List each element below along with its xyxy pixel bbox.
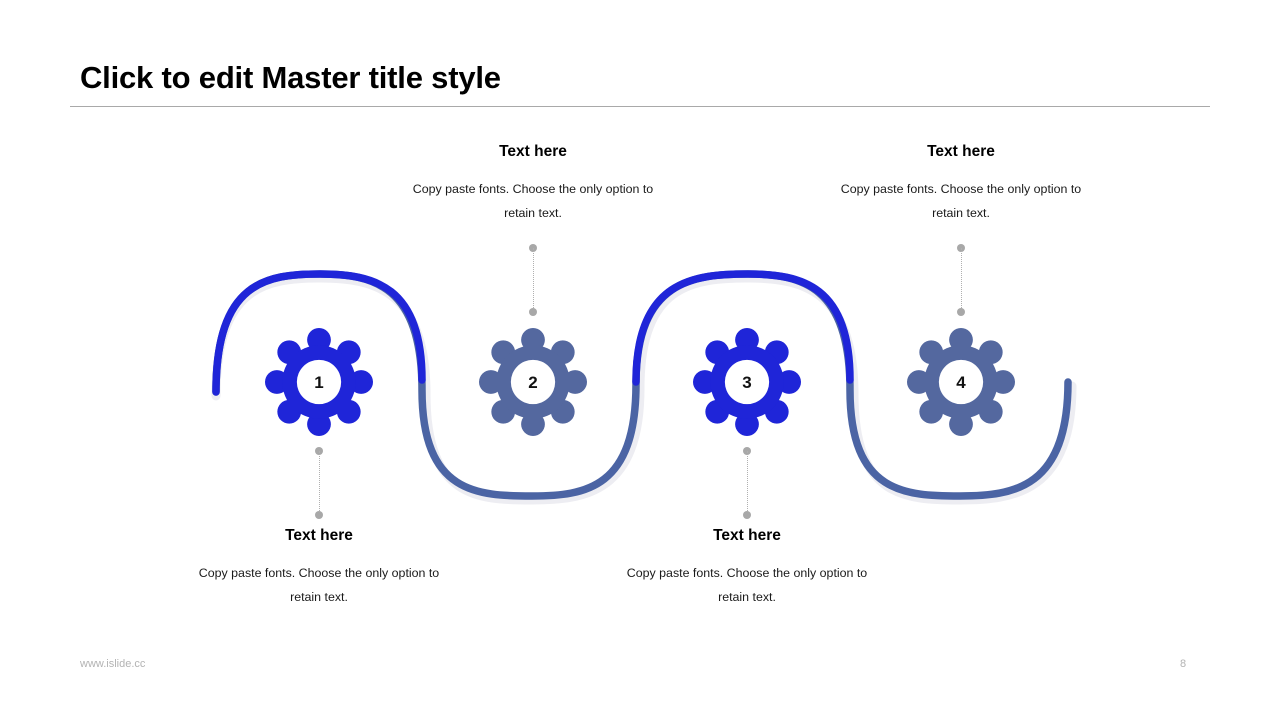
footer-page-number: 8 <box>1180 658 1187 670</box>
text-block-body-line-1: Copy paste fonts. Choose the only option… <box>412 182 654 196</box>
text-block-body-line-2: retain text. <box>504 206 562 221</box>
connector-dotted-line <box>747 451 748 515</box>
gear-icon-step-1[interactable]: 1 <box>265 328 373 436</box>
gear-shape <box>693 328 801 436</box>
text-block-heading: Text here <box>713 527 781 544</box>
gear-shape <box>265 328 373 436</box>
gear-number-step-4: 4 <box>956 372 966 392</box>
text-block-body: Copy paste fonts. Choose the only option… <box>169 561 469 609</box>
text-block-step-4: Text here Copy paste fonts. Choose the o… <box>811 143 1111 225</box>
text-block-body-line-1: Copy paste fonts. Choose the only option… <box>840 182 1082 196</box>
gear-icon-step-2[interactable]: 2 <box>479 328 587 436</box>
text-block-heading: Text here <box>285 527 353 544</box>
gear-icon-step-4[interactable]: 4 <box>907 328 1015 436</box>
text-block-step-1: Text here Copy paste fonts. Choose the o… <box>169 527 469 609</box>
connector-step-1 <box>315 447 324 519</box>
text-block-heading: Text here <box>499 143 567 160</box>
title-divider <box>70 106 1210 107</box>
footer-url: www.islide.cc <box>80 658 146 670</box>
text-block-body-line-2: retain text. <box>290 590 348 605</box>
page-title: Click to edit Master title style <box>80 60 501 95</box>
text-block-body: Copy paste fonts. Choose the only option… <box>383 177 683 225</box>
text-block-body-line-1: Copy paste fonts. Choose the only option… <box>626 566 868 580</box>
text-block-heading: Text here <box>927 143 995 160</box>
text-block-step-3: Text here Copy paste fonts. Choose the o… <box>597 527 897 609</box>
connector-dotted-line <box>319 451 320 515</box>
connector-step-2 <box>529 244 538 316</box>
connector-dotted-line <box>961 248 962 312</box>
gear-number-step-1: 1 <box>314 372 324 392</box>
gear-number-step-3: 3 <box>742 372 752 392</box>
connector-dot-bottom <box>315 511 323 519</box>
connector-dot-bottom <box>743 511 751 519</box>
connector-dotted-line <box>533 248 534 312</box>
gear-number-step-2: 2 <box>528 372 538 392</box>
text-block-step-2: Text here Copy paste fonts. Choose the o… <box>383 143 683 225</box>
text-block-body: Copy paste fonts. Choose the only option… <box>597 561 897 609</box>
connector-dot-bottom <box>529 308 537 316</box>
text-block-body-line-2: retain text. <box>718 590 776 605</box>
connector-step-3 <box>743 447 752 519</box>
text-block-body-line-2: retain text. <box>932 206 990 221</box>
gear-icon-step-3[interactable]: 3 <box>693 328 801 436</box>
gear-shape <box>479 328 587 436</box>
connector-dot-bottom <box>957 308 965 316</box>
text-block-body-line-1: Copy paste fonts. Choose the only option… <box>198 566 440 580</box>
gear-shape <box>907 328 1015 436</box>
text-block-body: Copy paste fonts. Choose the only option… <box>811 177 1111 225</box>
connector-step-4 <box>957 244 966 316</box>
